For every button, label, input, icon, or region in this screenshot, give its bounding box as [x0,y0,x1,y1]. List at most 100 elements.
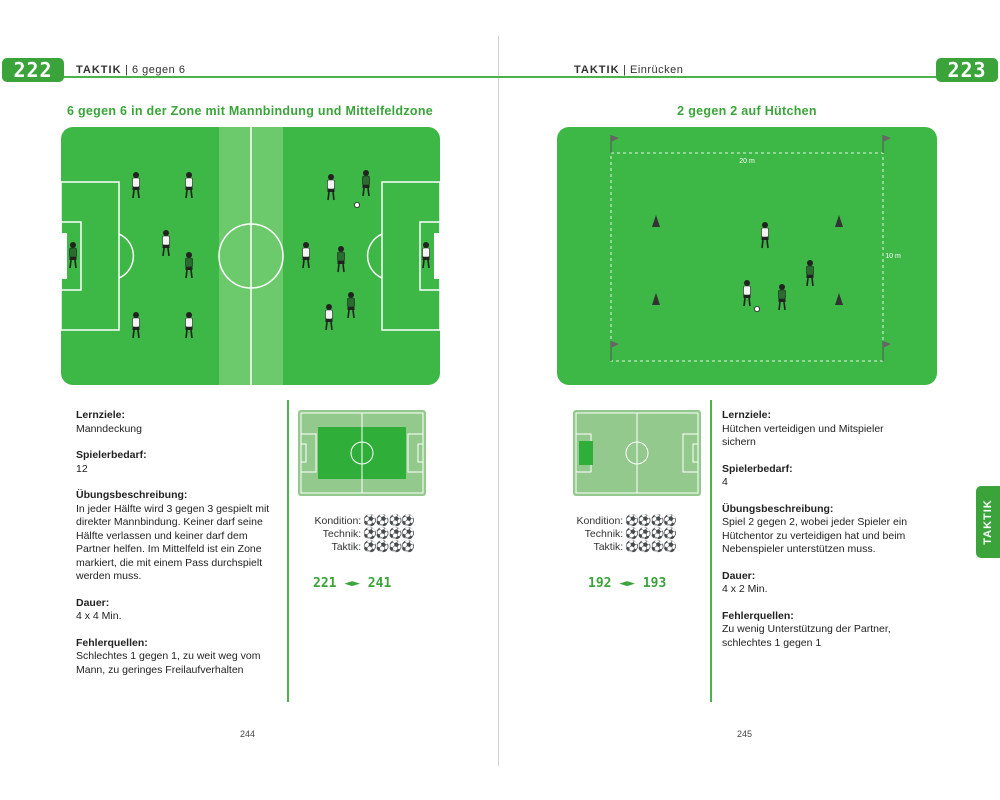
ball [753,305,760,312]
left-rating-tactics-label: Taktik: [331,541,362,553]
right-players-label: Spielerbedarf: [722,462,793,475]
right-header-section: TAKTIK [574,64,620,76]
player-figure [132,312,140,339]
left-goal [61,233,67,279]
right-exercise-label: Übungsbeschreibung: [722,502,834,515]
right-description: Lernziele: Hütchen verteidigen und Mitsp… [722,409,917,663]
right-ratings: Kondition: ⚽⚽⚽⚽ Technik: ⚽⚽⚽⚽ Taktik: ⚽⚽… [558,515,677,554]
right-mini-active-zone [579,441,593,465]
player-figure [806,260,814,287]
left-rating-technique-label: Technik: [322,528,362,540]
left-header-section: TAKTIK [76,64,122,76]
chapter-side-tab[interactable]: TAKTIK [976,486,1000,558]
player-figure [422,242,430,269]
left-penalty-area [61,181,120,331]
right-cross-reference[interactable]: 192 ◄► 193 [588,576,666,591]
left-pitch-svg [61,127,440,385]
right-rating-tactics-label: Taktik: [593,541,624,553]
right-goals-block: Lernziele: Hütchen verteidigen und Mitsp… [722,409,917,450]
right-pitch-diagram: 20 m 10 m [557,127,937,385]
left-page: 222 TAKTIK | 6 gegen 6 6 gegen 6 in der … [0,36,500,766]
left-rating-condition-label: Kondition: [314,515,362,527]
player-figure [362,170,370,197]
right-goals-text: Hütchen verteidigen und Mitspieler siche… [722,422,884,449]
right-errors-block: Fehlerquellen: Zu wenig Unterstützung de… [722,610,917,651]
right-rating-condition-label: Kondition: [576,515,624,527]
left-errors-text: Schlechtes 1 gegen 1, zu weit weg vom Ma… [76,650,261,676]
right-exercise-title: 2 gegen 2 auf Hütchen [677,104,817,118]
right-players-text: 4 [722,476,728,488]
right-penalty-area [381,181,440,331]
left-exercise-label: Übungsbeschreibung: [76,489,188,501]
double-arrow-icon: ◄► [619,576,635,591]
left-divider [287,400,289,702]
width-dimension-label: 20 m [739,158,755,165]
left-errors-label: Fehlerquellen: [76,636,148,649]
left-duration-label: Dauer: [76,596,110,609]
player-figure [337,246,345,273]
left-exercise-text: In jeder Hälfte wird 3 gegen 3 gespielt … [76,502,270,583]
right-page: 223 TAKTIK | Einrücken 2 gegen 2 auf Hüt… [500,36,1000,766]
left-header-rule [64,76,500,78]
right-xref-from[interactable]: 192 [588,576,612,591]
right-page-badge: 223 [936,58,998,82]
left-mini-pitch-svg [300,412,424,494]
player-figure [162,230,170,257]
right-header-separator: | [623,64,627,76]
left-rating-tactics: Taktik: ⚽⚽⚽⚽ [296,541,415,554]
right-duration-block: Dauer: 4 x 2 Min. [722,570,917,597]
soccer-ball-icon: ⚽⚽⚽⚽ [363,541,415,553]
left-rating-technique: Technik: ⚽⚽⚽⚽ [296,528,415,541]
right-mini-pitch [573,410,701,496]
right-exercise-text: Spiel 2 gegen 2, wobei jeder Spieler ein… [722,516,908,555]
right-exercise-block: Übungsbeschreibung: Spiel 2 gegen 2, wob… [722,503,917,557]
left-goals-block: Lernziele: Manndeckung [76,409,281,436]
player-figure [327,174,335,201]
right-players-block: Spielerbedarf: 4 [722,463,917,490]
left-cross-reference[interactable]: 221 ◄► 241 [313,576,391,591]
left-duration-text: 4 x 4 Min. [76,610,122,622]
right-divider [710,400,712,702]
left-xref-to[interactable]: 241 [367,576,392,591]
right-rating-condition: Kondition: ⚽⚽⚽⚽ [558,515,677,528]
right-goals-label: Lernziele: [722,409,772,421]
double-arrow-icon: ◄► [344,576,360,591]
right-rating-tactics: Taktik: ⚽⚽⚽⚽ [558,541,677,554]
player-figure [185,312,193,339]
ball [353,202,360,209]
cones [652,215,843,305]
player-figure [185,172,193,199]
left-goals-text: Manndeckung [76,422,142,435]
left-page-badge: 222 [2,58,64,82]
right-header: TAKTIK | Einrücken [574,64,683,76]
left-header-topic: 6 gegen 6 [132,64,186,76]
player-figure [69,242,77,269]
left-exercise-block: Übungsbeschreibung: In jeder Hälfte wird… [76,489,281,584]
right-errors-text: Zu wenig Unterstützung der Partner, schl… [722,623,891,649]
right-pitch-svg: 20 m 10 m [610,135,901,362]
player-figure [132,172,140,199]
right-header-topic: Einrücken [630,64,684,76]
right-penalty-arc [366,233,383,279]
right-page-number: 245 [737,729,753,739]
book-spine [498,36,499,766]
left-ratings: Kondition: ⚽⚽⚽⚽ Technik: ⚽⚽⚽⚽ Taktik: ⚽⚽… [296,515,415,554]
player-figure [347,292,355,319]
left-page-number: 244 [240,729,256,739]
player-figure [778,284,786,311]
soccer-ball-icon: ⚽⚽⚽⚽ [625,515,677,527]
left-header-separator: | [125,64,129,76]
player-figure [325,304,333,331]
field-boundary [610,152,884,362]
corner-flags [610,135,891,361]
left-rating-condition: Kondition: ⚽⚽⚽⚽ [296,515,415,528]
left-duration-block: Dauer: 4 x 4 Min. [76,597,281,624]
right-players [743,222,814,312]
left-xref-from[interactable]: 221 [313,576,337,591]
right-rating-technique: Technik: ⚽⚽⚽⚽ [558,528,677,541]
right-duration-label: Dauer: [722,569,756,582]
right-xref-to[interactable]: 193 [642,576,667,591]
right-errors-label: Fehlerquellen: [722,609,794,622]
right-header-rule [500,76,936,78]
left-goals-label: Lernziele: [76,409,126,421]
